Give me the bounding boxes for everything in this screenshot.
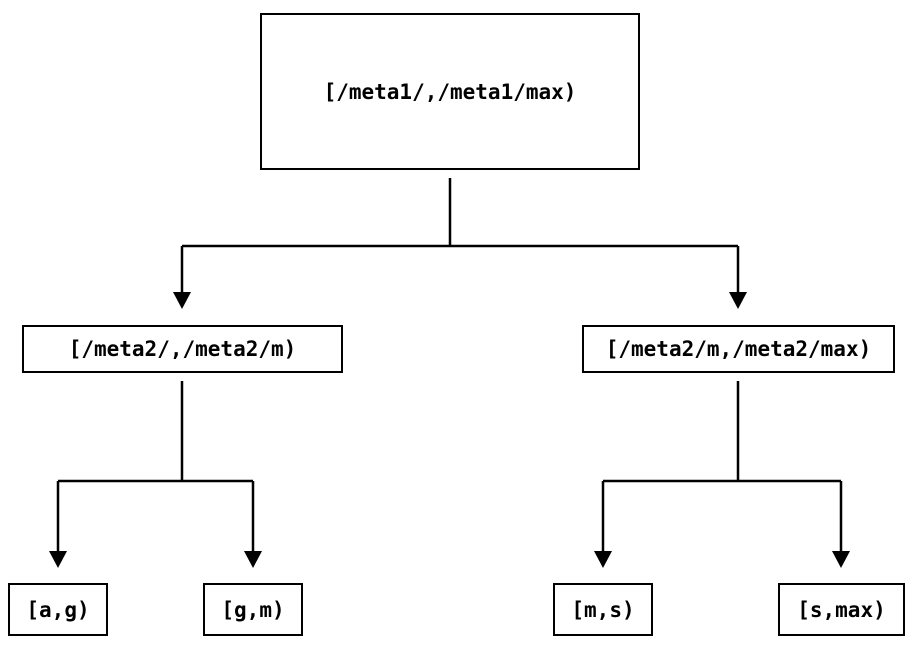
node-label: [a,g) xyxy=(26,597,90,622)
edge-lines-root xyxy=(180,178,740,293)
node-meta2-right: [/meta2/m,/meta2/max) xyxy=(582,325,895,373)
node-root: [/meta1/,/meta1/max) xyxy=(260,13,640,170)
node-leaf-ms: [m,s) xyxy=(553,583,653,636)
arrow-down-icon xyxy=(729,292,747,309)
node-meta2-left: [/meta2/,/meta2/m) xyxy=(22,325,343,373)
edge-lines-left xyxy=(56,381,255,552)
node-label: [m,s) xyxy=(571,597,635,622)
node-leaf-gm: [g,m) xyxy=(203,583,303,636)
arrow-down-icon xyxy=(49,551,67,568)
arrow-down-icon xyxy=(832,551,850,568)
arrow-down-icon xyxy=(173,292,191,309)
node-label: [g,m) xyxy=(221,597,285,622)
node-label: [/meta1/,/meta1/max) xyxy=(323,79,577,104)
arrowhead-icons xyxy=(49,292,850,568)
edge-lines-right xyxy=(601,381,843,552)
node-leaf-smax: [s,max) xyxy=(778,583,905,636)
arrow-down-icon xyxy=(594,551,612,568)
node-label: [/meta2/m,/meta2/max) xyxy=(605,337,872,361)
node-leaf-ag: [a,g) xyxy=(8,583,108,636)
node-label: [/meta2/,/meta2/m) xyxy=(68,337,297,361)
node-label: [s,max) xyxy=(797,597,886,622)
arrow-down-icon xyxy=(244,551,262,568)
